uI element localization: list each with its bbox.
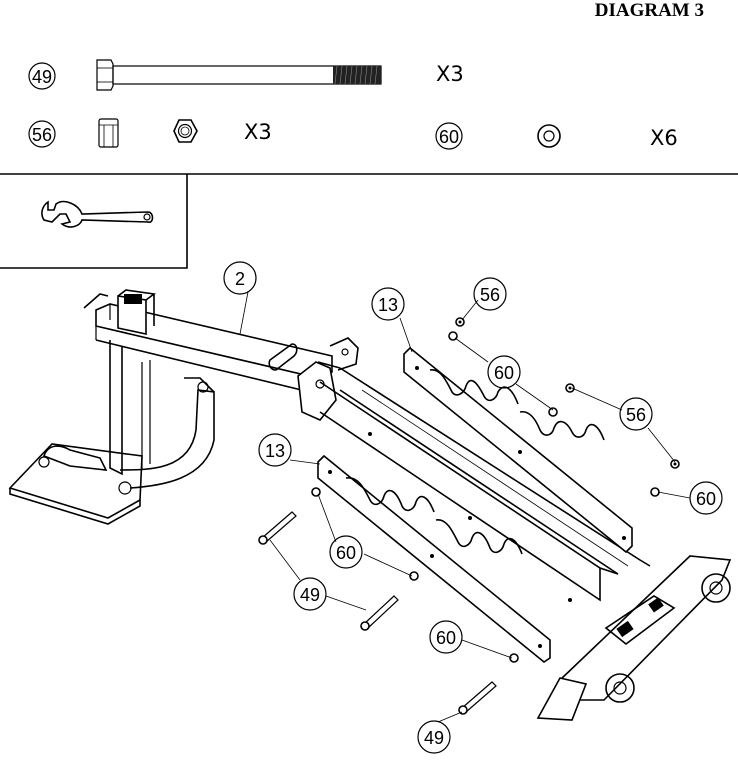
- hardware-placements: [258, 317, 680, 715]
- legend-part-number: 56: [32, 125, 52, 145]
- washer-icon: [509, 653, 519, 663]
- callout-washer-bottom: 60: [436, 628, 456, 648]
- washer-icon: [548, 407, 558, 417]
- callout-washer-left: 60: [336, 543, 356, 563]
- washer-icon: [650, 487, 660, 497]
- callout-washer-top: 60: [494, 363, 514, 383]
- tool-box: [0, 174, 188, 269]
- callouts: 56 60 56 60 60 49 60 49: [293, 277, 723, 754]
- diagram-title: DIAGRAM 3: [594, 0, 704, 21]
- nut-icon: [670, 459, 680, 469]
- legend-bolt-row: 49 X3: [28, 59, 464, 91]
- leader-lines: [269, 299, 691, 723]
- bolt-icon: [458, 681, 497, 715]
- rack-part-13-upper: 13: [371, 287, 633, 554]
- bolt-icon: [258, 511, 297, 545]
- callout-nut-right: 56: [626, 405, 646, 425]
- legend-quantity: X3: [244, 120, 272, 144]
- legend-part-number: 60: [439, 127, 459, 147]
- nut-icon: [565, 383, 575, 393]
- wrench-icon: [41, 200, 154, 228]
- legend-part-number: 49: [32, 67, 52, 87]
- wheel-icon: [605, 573, 731, 703]
- callout-washer-right: 60: [696, 489, 716, 509]
- callout-bolt-bottom: 49: [424, 728, 444, 748]
- legend-quantity: X6: [650, 126, 678, 150]
- callout-rack-upper: 13: [378, 295, 398, 315]
- washer-icon: [311, 487, 321, 497]
- callout-bolt-left: 49: [300, 585, 320, 605]
- legend-nut-row: 56 X3: [28, 118, 272, 148]
- frame-part-2: 2: [8, 261, 359, 525]
- washer-icon: [409, 571, 419, 581]
- nut-side-icon: [98, 118, 119, 148]
- rails: [317, 361, 732, 721]
- callout-frame: 2: [235, 269, 245, 289]
- callout-nut-top: 56: [480, 285, 500, 305]
- bolt-icon: [96, 59, 382, 91]
- hardware-legend: 49 X3 56: [0, 59, 738, 175]
- rack-part-13-lower: 13: [258, 432, 572, 663]
- callout-rack-lower: 13: [265, 441, 285, 461]
- nut-front-icon: [173, 119, 198, 143]
- bolt-icon: [360, 595, 399, 631]
- legend-quantity: X3: [436, 62, 464, 86]
- washer-icon: [537, 124, 561, 148]
- legend-washer-row: 60 X6: [435, 122, 678, 150]
